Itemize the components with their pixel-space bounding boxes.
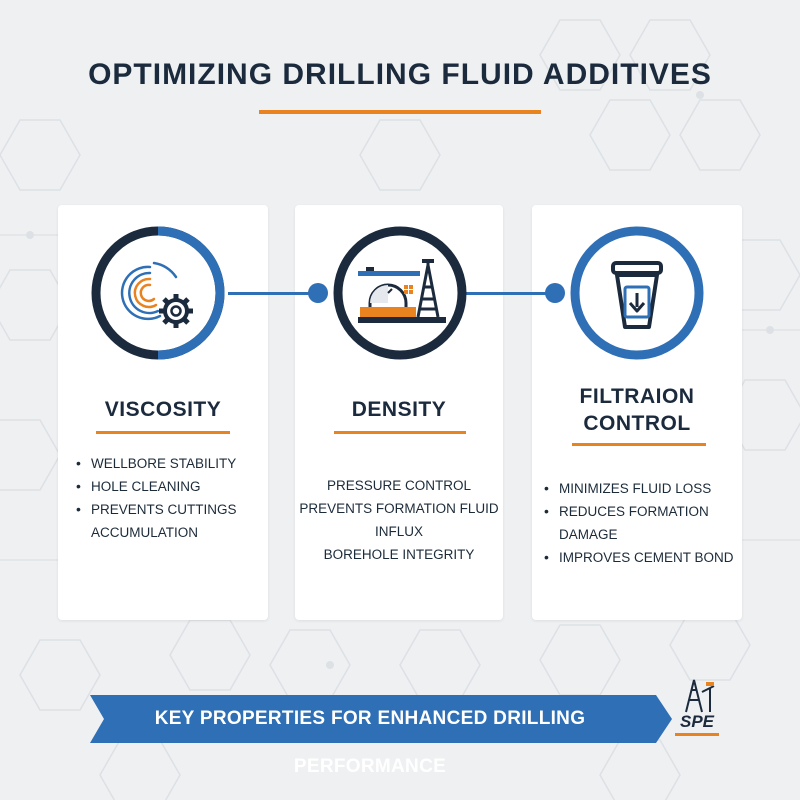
list-item: MINIMIZES FLUID LOSS — [544, 477, 740, 500]
banner-ribbon — [90, 695, 672, 743]
connector-line-1 — [228, 292, 318, 295]
connector-dot-2 — [545, 283, 565, 303]
drilling-rig-icon — [333, 226, 467, 360]
list-item: BOREHOLE INTEGRITY — [323, 547, 475, 562]
card-rule-filtration — [572, 443, 706, 446]
filtration-bullet-list: MINIMIZES FLUID LOSS REDUCES FORMATION D… — [544, 477, 740, 569]
list-item: IMPROVES CEMENT BOND — [544, 546, 740, 569]
connector-dot-1 — [308, 283, 328, 303]
list-item: PRESSURE CONTROL — [326, 478, 472, 493]
list-item: HOLE CLEANING — [76, 475, 256, 498]
list-item: REDUCES FORMATION DAMAGE — [544, 500, 740, 546]
list-item: WELLBORE STABILITY — [76, 452, 256, 475]
card-title-viscosity: VISCOSITY — [104, 398, 222, 421]
card-title-filtration-line2: CONTROL — [583, 412, 691, 435]
card-rule-viscosity — [96, 431, 230, 434]
spiral-gear-icon — [91, 226, 225, 360]
list-item: PREVENTS FORMATION FLUID INFLUX — [299, 501, 499, 539]
banner-text: KEY PROPERTIES FOR ENHANCED DRILLING PER… — [154, 708, 586, 777]
card-title-filtration-line1: FILTRAION — [579, 385, 695, 408]
viscosity-bullet-list: WELLBORE STABILITY HOLE CLEANING PREVENT… — [76, 452, 256, 544]
filter-cup-icon — [570, 226, 704, 360]
card-rule-density — [334, 431, 466, 434]
connector-line-2 — [466, 292, 556, 295]
logo-text: SPE — [679, 712, 715, 731]
density-lines: PRESSURE CONTROL PREVENTS FORMATION FLUI… — [295, 474, 503, 566]
card-title-density: DENSITY — [351, 398, 447, 421]
logo-underline — [675, 733, 719, 736]
list-item: PREVENTS CUTTINGS ACCUMULATION — [76, 498, 256, 544]
page-title: OPTIMIZING DRILLING FLUID ADDITIVES — [88, 58, 712, 91]
title-underline — [259, 110, 541, 114]
oil-derrick-icon — [685, 679, 715, 713]
